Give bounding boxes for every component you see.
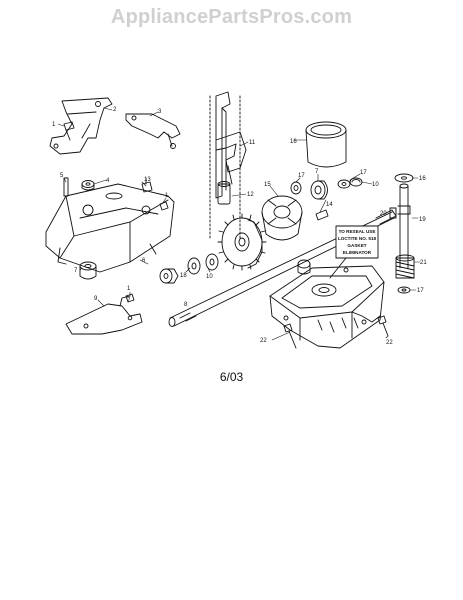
washer-part-4 — [81, 180, 95, 191]
label-1: 1 — [52, 122, 56, 128]
reseal-callout-box — [329, 225, 379, 279]
watermark-title: AppliancePartsPros.com — [110, 6, 353, 28]
reseal-callout-text: TO RESEAL USE LOCTITE NO. 518 GASKET ELI… — [338, 229, 376, 255]
nut-part-13 — [141, 177, 153, 193]
key-part-14 — [315, 209, 329, 221]
label-22a: 22 — [260, 338, 267, 344]
pin-part-5 — [63, 177, 69, 197]
label-1b: 1 — [165, 193, 169, 199]
label-17b: 17 — [360, 170, 367, 176]
screw-part-1b — [159, 201, 169, 211]
gear-part-18 — [217, 213, 267, 271]
label-7b: 7 — [74, 268, 78, 274]
shift-fork-part-11 — [215, 91, 247, 205]
collar-part-7 — [310, 180, 328, 200]
label-15: 15 — [264, 182, 271, 188]
bracket-part-3 — [125, 113, 181, 149]
label-13: 13 — [144, 177, 151, 183]
label-17a: 17 — [298, 173, 305, 179]
washer-part-16-right — [394, 173, 414, 183]
label-3: 3 — [158, 109, 162, 115]
callout-line-3: GASKET — [347, 243, 366, 248]
label-9: 9 — [94, 296, 98, 302]
label-11: 11 — [249, 140, 256, 146]
gear-housing-cover — [45, 183, 175, 273]
label-21: 21 — [420, 260, 427, 266]
bracket-part-2 — [49, 97, 113, 155]
mounting-plate-part-9 — [65, 295, 143, 335]
worm-part-21 — [395, 254, 415, 279]
washer-part-10 — [205, 253, 219, 271]
label-7c: 7 — [127, 298, 131, 304]
label-19: 19 — [419, 217, 426, 223]
washer-part-17 — [290, 181, 302, 195]
callout-line-4: ELIMINATOR — [343, 250, 372, 255]
leader-lines — [57, 107, 421, 341]
label-16b: 16 — [419, 176, 426, 182]
label-5: 5 — [60, 173, 64, 179]
part-number-labels: 1 2 3 11 16 13 4 5 1 17 7 17 10 16 15 14… — [52, 107, 427, 346]
label-2: 2 — [113, 107, 117, 113]
date-code: 6/03 — [219, 370, 244, 384]
clutch-part-15 — [261, 195, 303, 241]
washer-part-18b — [187, 257, 201, 275]
screw-part-1 — [63, 121, 75, 141]
washer-part-17-right — [397, 286, 411, 294]
label-17c: 17 — [417, 288, 424, 294]
nut-part-7-shaft — [159, 268, 179, 284]
worm-shaft-part-19 — [397, 183, 411, 269]
label-22b: 22 — [386, 340, 393, 346]
label-7a: 7 — [315, 169, 319, 175]
label-10a: 10 — [372, 182, 379, 188]
label-4: 4 — [106, 178, 110, 184]
label-6: 6 — [142, 258, 146, 264]
rail-lines — [209, 95, 241, 241]
label-16: 16 — [290, 139, 297, 145]
label-18: 18 — [180, 273, 187, 279]
label-10b: 10 — [206, 274, 213, 280]
label-1c: 1 — [127, 286, 131, 292]
label-14: 14 — [326, 202, 333, 208]
washer-part-17-upper — [337, 179, 351, 189]
label-20: 20 — [380, 211, 387, 217]
transmission-case — [269, 259, 385, 349]
label-12: 12 — [247, 192, 254, 198]
bolt-part-22-right — [377, 315, 389, 337]
callout-line-2: LOCTITE NO. 518 — [338, 236, 376, 241]
label-8: 8 — [184, 302, 188, 308]
bushing-part-7 — [79, 261, 97, 280]
sleeve-part-16 — [305, 121, 347, 168]
callout-line-1: TO RESEAL USE — [339, 229, 376, 234]
bolt-part-22-left — [283, 323, 297, 349]
